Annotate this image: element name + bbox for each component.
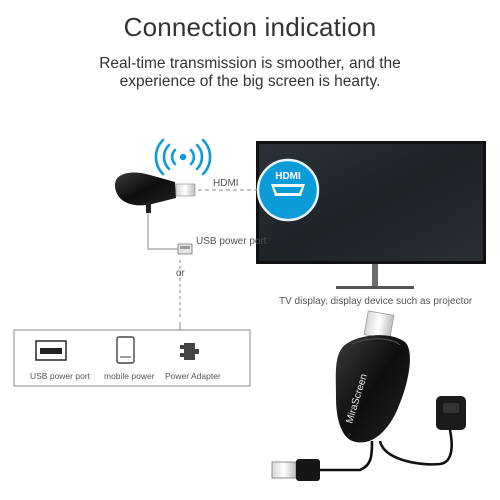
dongle-cables <box>318 429 453 472</box>
page-subtitle: Real-time transmission is smoother, and … <box>0 55 500 91</box>
power-options-box: USB power port mobile power Power Adapte… <box>30 336 221 381</box>
mobile-power-icon <box>116 336 135 364</box>
wifi-icon <box>154 138 212 176</box>
usb-port-icon <box>35 340 67 361</box>
power-option-mobile: mobile power <box>104 371 155 381</box>
mirascreen-dongle: MiraScreen <box>335 310 466 443</box>
subtitle-line-2: experience of the big screen is hearty. <box>119 73 381 90</box>
or-label: or <box>176 268 186 279</box>
connector-lines <box>13 189 260 387</box>
power-option-usb: USB power port <box>30 371 91 381</box>
hdmi-badge: HDMI <box>256 158 320 222</box>
tv-caption: TV display, display device such as proje… <box>279 296 473 307</box>
hdmi-badge-text: HDMI <box>275 171 301 182</box>
usb-port-label: USB power port <box>196 236 267 247</box>
usb-cable-plug-icon <box>271 459 320 481</box>
power-adapter-icon <box>180 343 199 360</box>
hdmi-label: HDMI <box>213 178 239 189</box>
dongle-small-icon <box>115 172 196 213</box>
tv-stand-base <box>336 286 414 289</box>
power-option-adapter: Power Adapter <box>165 371 221 381</box>
usb-plug-icon <box>177 243 193 255</box>
page-title: Connection indication <box>123 12 377 42</box>
subtitle-line-1: Real-time transmission is smoother, and … <box>99 55 401 72</box>
tv-stand-neck <box>372 264 378 287</box>
